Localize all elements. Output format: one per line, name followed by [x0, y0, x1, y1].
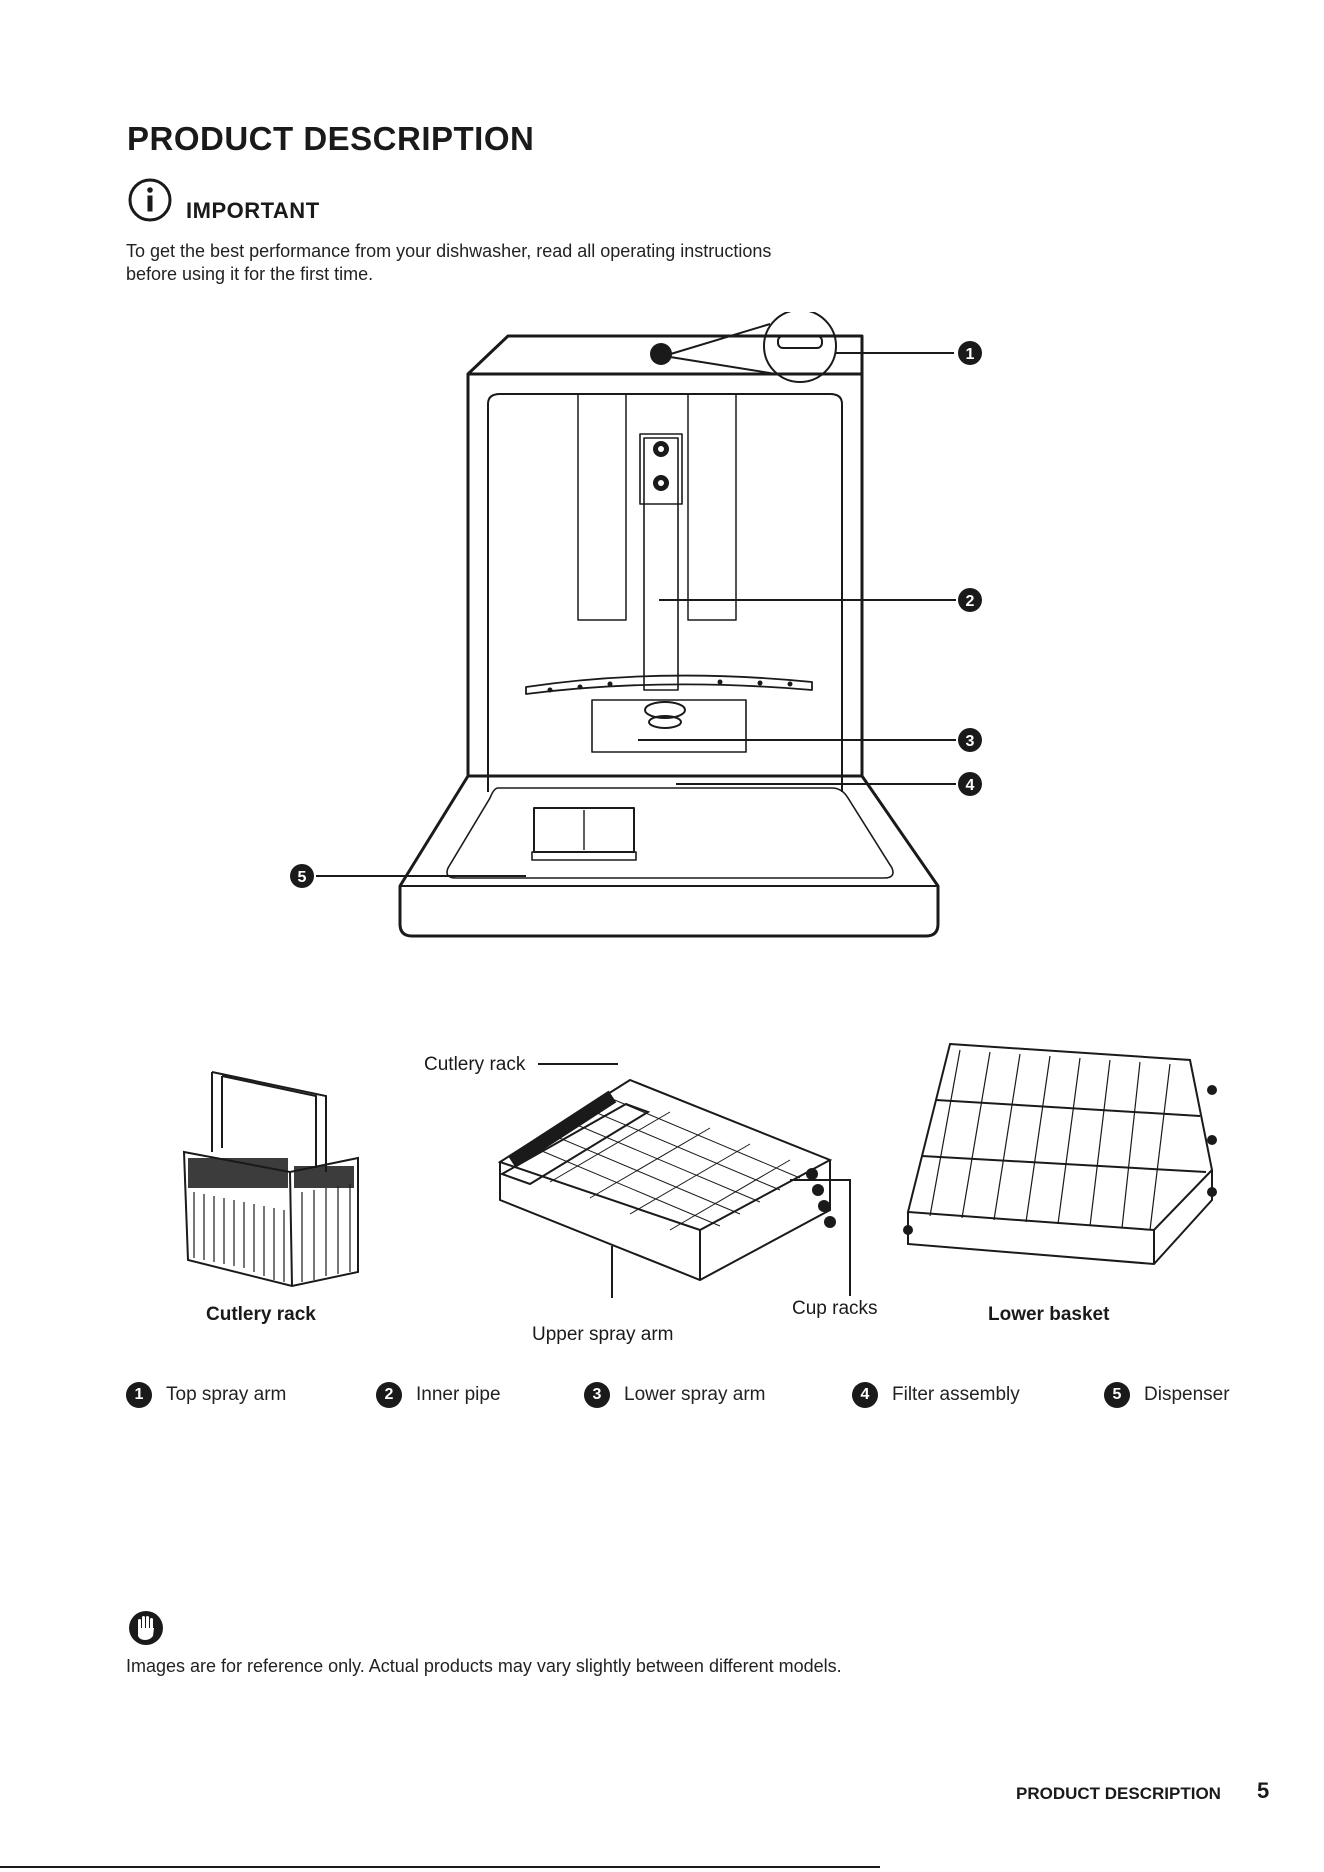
callout-3: 3 [958, 728, 982, 752]
footer-section-title: PRODUCT DESCRIPTION [1016, 1784, 1221, 1803]
page-title: PRODUCT DESCRIPTION [127, 120, 535, 157]
hand-stop-icon [129, 1611, 163, 1645]
info-icon [128, 178, 172, 222]
upper-rack-illustration [497, 1063, 851, 1298]
legend-label: Lower spray arm [624, 1384, 766, 1405]
svg-text:4: 4 [966, 777, 975, 794]
legend-badge: 2 [376, 1382, 402, 1408]
legend-item-1: 1 Top spray arm [126, 1382, 286, 1408]
parts-legend: 1 Top spray arm 2 Inner pipe 3 Lower spr… [126, 1382, 1236, 1416]
legend-item-2: 2 Inner pipe [376, 1382, 501, 1408]
lower-basket-caption: Lower basket [988, 1304, 1110, 1325]
legend-badge: 3 [584, 1382, 610, 1408]
callout-2: 2 [958, 588, 982, 612]
page-number: 5 [1257, 1778, 1270, 1803]
upper-rack-cutlery-label: Cutlery rack [424, 1054, 526, 1075]
intro-text: To get the best performance from your di… [126, 240, 926, 286]
legend-label: Top spray arm [166, 1384, 287, 1405]
cup-racks-label: Cup racks [792, 1298, 878, 1319]
upper-spray-arm-label: Upper spray arm [532, 1324, 674, 1345]
reference-note: Images are for reference only. Actual pr… [126, 1656, 842, 1676]
callout-4: 4 [958, 772, 982, 796]
legend-label: Filter assembly [892, 1384, 1020, 1405]
svg-text:3: 3 [966, 733, 975, 750]
legend-item-5: 5 Dispenser [1104, 1382, 1230, 1408]
legend-badge: 5 [1104, 1382, 1130, 1408]
cutlery-basket-illustration [182, 1071, 359, 1288]
legend-item-3: 3 Lower spray arm [584, 1382, 766, 1408]
lower-basket-illustration [903, 1042, 1217, 1266]
important-heading: IMPORTANT [186, 198, 320, 223]
legend-item-4: 4 Filter assembly [852, 1382, 1020, 1408]
cutlery-rack-caption: Cutlery rack [206, 1304, 316, 1325]
svg-text:2: 2 [966, 593, 975, 610]
svg-text:1: 1 [966, 346, 975, 363]
bottom-rule [0, 1866, 880, 1868]
callout-1: 1 [958, 341, 982, 365]
dishwasher-diagram: 1 2 3 4 5 [290, 312, 982, 938]
legend-label: Inner pipe [416, 1384, 501, 1405]
legend-badge: 4 [852, 1382, 878, 1408]
legend-label: Dispenser [1144, 1384, 1230, 1405]
intro-line-2: before using it for the first time. [126, 264, 374, 284]
callout-5: 5 [290, 864, 314, 888]
intro-line-1: To get the best performance from your di… [126, 241, 772, 261]
svg-text:5: 5 [298, 869, 307, 886]
legend-badge: 1 [126, 1382, 152, 1408]
